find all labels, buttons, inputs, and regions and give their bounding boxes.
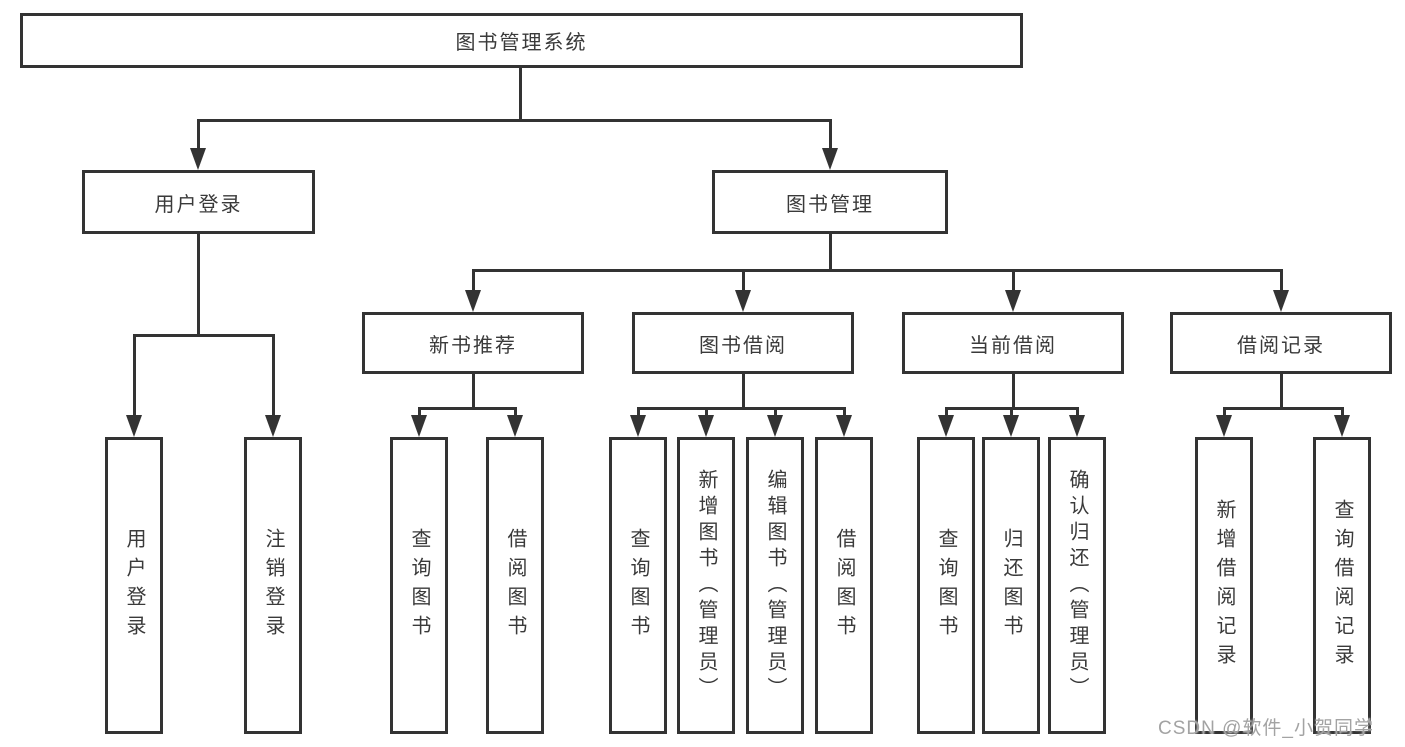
leaf-borrow-query-books-label: 查询图书: [627, 527, 649, 644]
leaf-edit-books-admin-label: 编辑图书（管理员）: [764, 468, 786, 703]
leaf-current-query-books: 查询图书: [917, 437, 975, 734]
connector-recommend-bar: [417, 407, 517, 410]
connector-borrow-bar: [636, 407, 846, 410]
leaf-borrow-books: 借阅图书: [815, 437, 873, 734]
leaf-query-borrow-record: 查询借阅记录: [1313, 437, 1371, 734]
connector-user-login-drop-2: [271, 334, 275, 417]
leaf-logout: 注销登录: [244, 437, 302, 734]
csdn-watermark: CSDN @软件_小贺同学: [1158, 718, 1374, 739]
connector-current-stem: [1011, 374, 1015, 410]
arrow-down-icon: [1216, 415, 1232, 437]
connector-borrow-drop-2: [704, 407, 708, 418]
leaf-recommend-borrow-books: 借阅图书: [486, 437, 544, 734]
arrow-down-icon: [698, 415, 714, 437]
connector-records-drop-2: [1340, 407, 1344, 418]
connector-user-login-bar: [132, 334, 275, 337]
connector-borrow-drop-4: [842, 407, 846, 418]
connector-root-drop-left: [196, 119, 200, 151]
arrow-down-icon: [938, 415, 954, 437]
leaf-recommend-query-books: 查询图书: [390, 437, 448, 734]
arrow-down-icon: [735, 290, 751, 312]
leaf-user-login-label: 用户登录: [123, 527, 145, 644]
leaf-add-borrow-record-label: 新增借阅记录: [1213, 498, 1235, 673]
connector-root-drop-right: [828, 119, 832, 151]
node-book-management: 图书管理: [712, 170, 948, 234]
connector-borrow-drop-3: [773, 407, 777, 418]
arrow-down-icon: [1273, 290, 1289, 312]
arrow-down-icon: [822, 148, 838, 170]
leaf-borrow-query-books: 查询图书: [609, 437, 667, 734]
arrow-down-icon: [507, 415, 523, 437]
connector-book-mgmt-drop-4: [1279, 269, 1283, 293]
connector-user-login-stem: [196, 234, 200, 337]
node-root: 图书管理系统: [20, 13, 1023, 68]
connector-current-drop-3: [1075, 407, 1079, 418]
node-user-login-label: 用户登录: [154, 193, 243, 216]
node-book-borrow: 图书借阅: [632, 312, 854, 374]
node-new-book-recommend: 新书推荐: [362, 312, 584, 374]
connector-records-bar: [1222, 407, 1344, 410]
node-current-borrow-label: 当前借阅: [969, 334, 1057, 357]
connector-records-stem: [1279, 374, 1283, 410]
arrow-down-icon: [126, 415, 142, 437]
connector-book-mgmt-drop-1: [471, 269, 475, 293]
node-new-book-recommend-label: 新书推荐: [429, 334, 517, 357]
connector-book-mgmt-drop-2: [741, 269, 745, 293]
arrow-down-icon: [1069, 415, 1085, 437]
connector-book-mgmt-stem: [828, 234, 832, 272]
connector-borrow-stem: [741, 374, 745, 410]
node-user-login: 用户登录: [82, 170, 315, 234]
connector-book-mgmt-bar: [471, 269, 1283, 272]
arrow-down-icon: [1005, 290, 1021, 312]
connector-borrow-drop-1: [636, 407, 640, 418]
node-borrow-records-label: 借阅记录: [1237, 334, 1325, 357]
leaf-confirm-return-admin: 确认归还（管理员）: [1048, 437, 1106, 734]
arrow-down-icon: [836, 415, 852, 437]
leaf-return-books: 归还图书: [982, 437, 1040, 734]
node-book-management-label: 图书管理: [786, 193, 874, 216]
leaf-add-borrow-record: 新增借阅记录: [1195, 437, 1253, 734]
arrow-down-icon: [1334, 415, 1350, 437]
arrow-down-icon: [190, 148, 206, 170]
connector-root-stem: [518, 68, 522, 121]
leaf-recommend-borrow-books-label: 借阅图书: [504, 527, 526, 644]
arrow-down-icon: [767, 415, 783, 437]
leaf-recommend-query-books-label: 查询图书: [408, 527, 430, 644]
leaf-logout-label: 注销登录: [262, 527, 284, 644]
leaf-add-books-admin-label: 新增图书（管理员）: [695, 468, 717, 703]
leaf-current-query-books-label: 查询图书: [935, 527, 957, 644]
connector-book-mgmt-drop-3: [1011, 269, 1015, 293]
leaf-query-borrow-record-label: 查询借阅记录: [1331, 498, 1353, 673]
leaf-edit-books-admin: 编辑图书（管理员）: [746, 437, 804, 734]
connector-current-drop-1: [944, 407, 948, 418]
arrow-down-icon: [411, 415, 427, 437]
arrow-down-icon: [630, 415, 646, 437]
connector-current-drop-2: [1009, 407, 1013, 418]
leaf-user-login: 用户登录: [105, 437, 163, 734]
leaf-add-books-admin: 新增图书（管理员）: [677, 437, 735, 734]
connector-recommend-drop-2: [513, 407, 517, 418]
connector-root-bar: [196, 119, 832, 122]
connector-user-login-drop-1: [132, 334, 136, 417]
connector-recommend-drop-1: [417, 407, 421, 418]
leaf-return-books-label: 归还图书: [1000, 527, 1022, 644]
arrow-down-icon: [1003, 415, 1019, 437]
connector-records-drop-1: [1222, 407, 1226, 418]
node-borrow-records: 借阅记录: [1170, 312, 1392, 374]
node-current-borrow: 当前借阅: [902, 312, 1124, 374]
leaf-confirm-return-admin-label: 确认归还（管理员）: [1066, 468, 1088, 703]
leaf-borrow-books-label: 借阅图书: [833, 527, 855, 644]
connector-recommend-stem: [471, 374, 475, 410]
arrow-down-icon: [465, 290, 481, 312]
arrow-down-icon: [265, 415, 281, 437]
node-root-label: 图书管理系统: [455, 32, 588, 54]
node-book-borrow-label: 图书借阅: [699, 334, 787, 357]
